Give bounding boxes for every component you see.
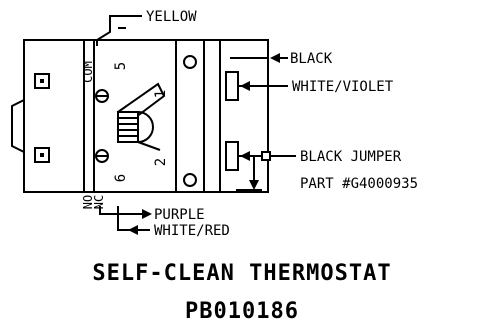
arrow-white-red [128,225,138,235]
label-purple: PURPLE [154,207,205,223]
arrow-black-jumper [240,151,250,161]
label-black: BLACK [290,51,333,67]
terminal-label-nc: NC [92,195,106,209]
bimetal-disc [137,111,154,143]
contact-screw-bottom [183,173,197,187]
terminal-label-no: NO [81,195,95,209]
terminal-label-5: 5 [113,62,129,70]
bracket-outer [203,39,221,193]
contact-arm [137,141,161,151]
terminal-label-6: 6 [113,174,129,182]
connector-black-jumper [225,141,239,171]
label-part-number: PART #G4000935 [300,176,418,192]
label-white-red: WHITE/RED [154,223,230,239]
jumper-drop-arrow [249,180,259,190]
jumper-marker [261,151,271,161]
thermostat-body [23,39,85,193]
terminal-label-2: 2 [153,158,169,166]
label-yellow: YELLOW [146,9,197,25]
diagram-part-number: PB010186 [185,299,299,324]
lead-purple [99,206,148,215]
switch-coil [117,111,139,143]
contact-screw-top [183,55,197,69]
label-black-jumper: BLACK JUMPER [300,149,402,165]
arrow-purple [142,209,152,219]
mounting-screw-bottom-center [40,153,44,157]
label-white-violet: WHITE/VIOLET [292,79,394,95]
mounting-screw-top-center [40,79,44,83]
connector-white-violet [225,71,239,101]
terminal-label-com: COM [81,61,95,83]
terminal-label-1: 1 [153,90,169,98]
arrow-black [270,53,280,63]
arrow-white-violet [240,81,250,91]
lead-white-red [117,206,150,231]
mounting-tab [11,99,25,153]
lead-yellow [96,15,142,46]
diagram-title: SELF-CLEAN THERMOSTAT [92,261,391,286]
